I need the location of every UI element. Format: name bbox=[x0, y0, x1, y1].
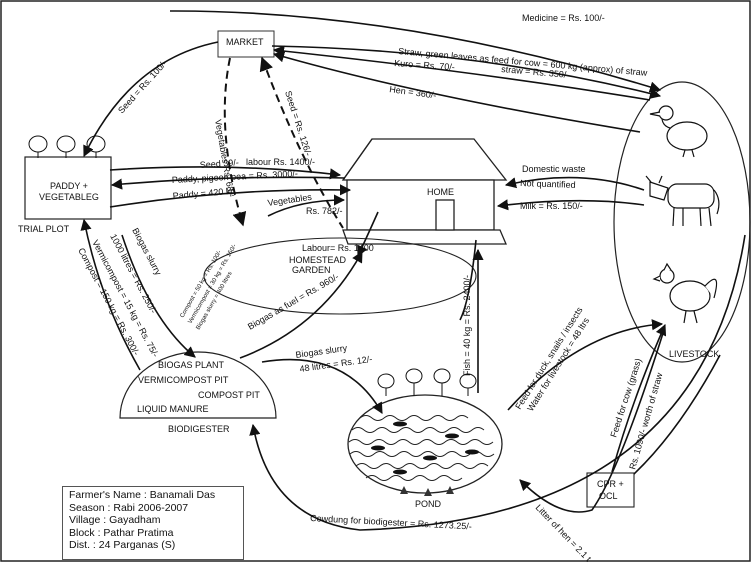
paddy-label-2: VEGETABLEG bbox=[39, 192, 99, 202]
biodigester-label: BIODIGESTER bbox=[168, 424, 230, 434]
label-medicine: Medicine = Rs. 100/- bbox=[522, 13, 605, 23]
cow-icon bbox=[646, 176, 719, 226]
paddy-node: PADDY + VEGETABLEG TRIAL PLOT bbox=[18, 136, 111, 234]
farmer-info-box: Farmer's Name : Banamali Das Season : Ra… bbox=[62, 486, 244, 560]
hen-icon bbox=[654, 264, 717, 323]
farmer-name: Farmer's Name : Banamali Das bbox=[69, 489, 237, 502]
label-paddy-420: Paddy = 420 kg bbox=[172, 186, 235, 201]
home-node bbox=[343, 139, 506, 244]
village: Village : Gayadham bbox=[69, 514, 237, 527]
trial-plot-trees-icon bbox=[29, 136, 105, 158]
label-fish: Fish = 40 kg = Rs. 2400/- bbox=[462, 275, 472, 376]
livestock-label: LIVESTOCK bbox=[669, 349, 719, 359]
label-garden-vermi: Vermicompost = 30 kg = Rs. 150/- bbox=[188, 243, 239, 325]
block: Block : Pathar Pratima bbox=[69, 527, 237, 540]
label-feed-duck: Feed for duck, snails / insects bbox=[513, 305, 585, 411]
cpr-label-1: CPR + bbox=[597, 479, 624, 489]
vermicompost-pit-label: VERMICOMPOST PIT bbox=[138, 375, 229, 385]
label-labour: Labour= Rs. 1400 bbox=[302, 243, 374, 253]
liquid-manure-label: LIQUID MANURE bbox=[137, 404, 209, 414]
label-labour-top: labour Rs. 1400/- bbox=[246, 157, 315, 167]
label-not-quantified: Not quantified bbox=[520, 178, 576, 190]
market-label: MARKET bbox=[226, 37, 264, 47]
trial-plot-label: TRIAL PLOT bbox=[18, 224, 70, 234]
label-milk: Milk = Rs. 150/- bbox=[520, 201, 583, 211]
district: Dist. : 24 Parganas (S) bbox=[69, 539, 237, 552]
home-label: HOME bbox=[427, 187, 454, 197]
label-water-livestock: Water for livestock = 48 ltrs bbox=[525, 315, 591, 413]
duck-icon bbox=[650, 106, 707, 157]
pond-node: POND bbox=[348, 369, 502, 509]
homestead-label-1: HOMESTEAD bbox=[289, 255, 347, 265]
season: Season : Rabi 2006-2007 bbox=[69, 502, 237, 515]
arrow-seed-100 bbox=[84, 42, 218, 156]
biogas-node: BIOGAS PLANT VERMICOMPOST PIT COMPOST PI… bbox=[120, 352, 276, 434]
label-hen: Hen = 360/- bbox=[389, 84, 437, 100]
compost-pit-label: COMPOST PIT bbox=[198, 390, 260, 400]
paddy-label-1: PADDY + bbox=[50, 181, 88, 191]
pond-label: POND bbox=[415, 499, 442, 509]
homestead-label-2: GARDEN bbox=[292, 265, 331, 275]
market-node: MARKET bbox=[218, 31, 274, 57]
label-domestic-waste: Domestic waste bbox=[522, 164, 586, 174]
label-seed-100: Seed = Rs. 100/- bbox=[116, 58, 169, 115]
label-veg-782-b: Rs. 782/- bbox=[306, 206, 343, 216]
biogas-plant-label: BIOGAS PLANT bbox=[158, 360, 225, 370]
